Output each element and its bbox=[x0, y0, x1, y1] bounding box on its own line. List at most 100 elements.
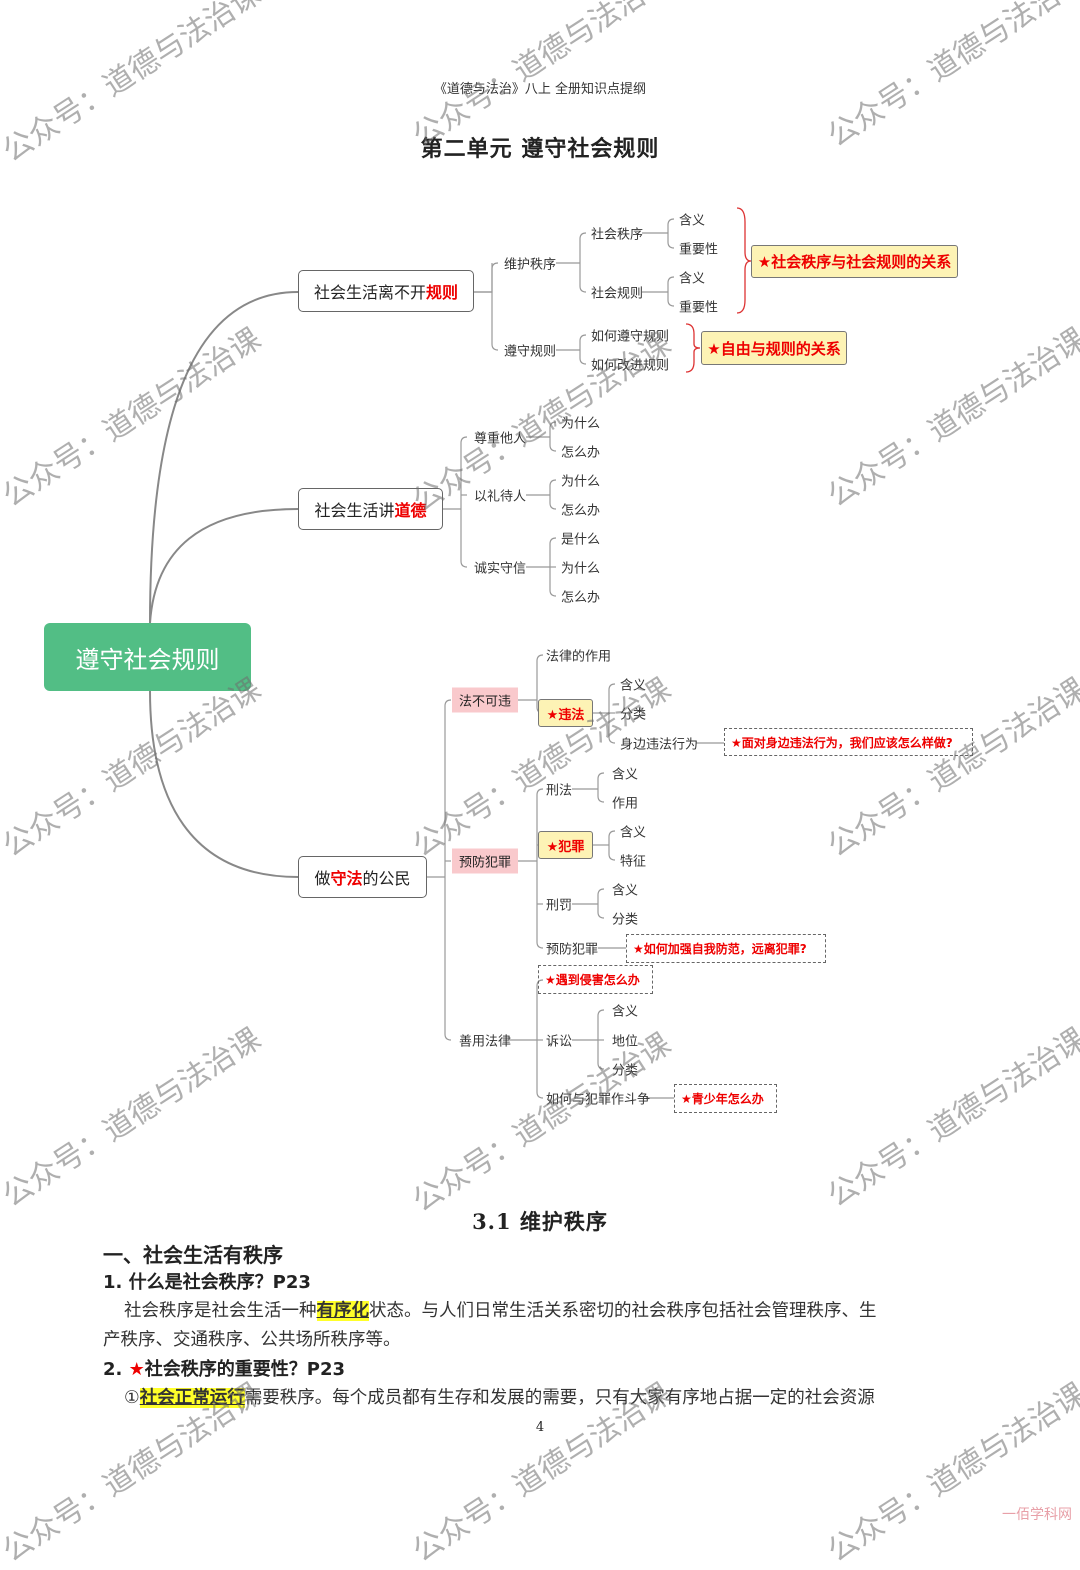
question-1: 1. 什么是社会秩序？P23 bbox=[103, 1272, 311, 1293]
highlight: 有序化 bbox=[316, 1301, 369, 1321]
connector bbox=[667, 276, 675, 307]
node-prevent-crime: 预防犯罪 bbox=[452, 848, 519, 874]
page-header: 《道德与法治》八上 全册知识点提纲 bbox=[433, 82, 647, 97]
node-importance: 重要性 bbox=[679, 242, 719, 258]
connector bbox=[149, 508, 299, 624]
node-category: 分类 bbox=[620, 707, 647, 723]
heading-social-order: 一、社会生活有秩序 bbox=[103, 1243, 283, 1267]
node-how: 怎么办 bbox=[561, 503, 601, 519]
node-how-obey: 如何遵守规则 bbox=[591, 329, 670, 345]
connector bbox=[549, 421, 557, 452]
connector bbox=[736, 207, 752, 314]
node-category: 分类 bbox=[612, 1063, 639, 1079]
node-punishment: 刑罚 bbox=[546, 898, 573, 914]
node-meaning: 含义 bbox=[612, 883, 639, 899]
question-2: 2. ★社会秩序的重要性？P23 bbox=[103, 1355, 345, 1381]
node-courtesy: 以礼待人 bbox=[474, 489, 527, 505]
connector bbox=[549, 479, 557, 510]
node-meaning: 含义 bbox=[612, 767, 639, 783]
star-icon: ★ bbox=[128, 1359, 145, 1380]
note-self-protection: ★如何加强自我防范，远离犯罪? bbox=[626, 934, 826, 963]
text: 社会秩序是社会生活一种 bbox=[124, 1301, 317, 1321]
node-respect-others: 尊重他人 bbox=[474, 431, 527, 447]
section-title: 3.1 维护秩序 bbox=[472, 1209, 608, 1234]
branch-rules: 社会生活离不开规则 bbox=[298, 270, 474, 312]
node-category: 分类 bbox=[612, 912, 639, 928]
node-illegal: ★违法 bbox=[538, 699, 593, 727]
paragraph-1: 社会秩序是社会生活一种有序化状态。与人们日常生活关系密切的社会秩序包括社会管理秩… bbox=[124, 1297, 877, 1322]
connector bbox=[149, 291, 299, 624]
branch-text: 社会生活讲 bbox=[314, 501, 395, 520]
node-meaning: 含义 bbox=[679, 213, 706, 229]
branch-keyword: 规则 bbox=[426, 283, 459, 302]
node-why: 为什么 bbox=[561, 474, 601, 490]
connector bbox=[444, 699, 452, 1041]
note-face-illegal: ★面对身边违法行为，我们应该怎么样做? bbox=[724, 728, 973, 756]
node-function: 作用 bbox=[612, 796, 639, 812]
text: 社会秩序的重要性？P23 bbox=[144, 1359, 346, 1380]
connector bbox=[579, 334, 587, 365]
node-what: 是什么 bbox=[561, 532, 601, 548]
page-number: 4 bbox=[535, 1420, 545, 1435]
text: 状态。与人们日常生活关系密切的社会秩序包括社会管理秩序、生 bbox=[369, 1301, 877, 1321]
node-why: 为什么 bbox=[561, 416, 601, 432]
paragraph-1-cont: 产秩序、交通秩序、公共场所秩序等。 bbox=[103, 1330, 401, 1350]
connector bbox=[536, 979, 544, 1099]
node-how: 怎么办 bbox=[561, 590, 601, 606]
connector bbox=[536, 788, 544, 949]
text: 2. bbox=[103, 1359, 129, 1380]
node-meaning: 含义 bbox=[620, 825, 647, 841]
note-teenagers: ★青少年怎么办 bbox=[674, 1084, 777, 1113]
connector bbox=[491, 262, 499, 351]
note-freedom-rules-relation: ★自由与规则的关系 bbox=[701, 331, 847, 365]
node-law-inviolable: 法不可违 bbox=[452, 687, 519, 713]
connector bbox=[667, 218, 675, 249]
node-nearby-illegal: 身边违法行为 bbox=[620, 737, 699, 753]
branch-morality: 社会生活讲道德 bbox=[298, 488, 443, 530]
node-social-rules: 社会规则 bbox=[591, 286, 644, 302]
node-meaning: 含义 bbox=[679, 271, 706, 287]
connector bbox=[579, 232, 587, 293]
node-meaning: 含义 bbox=[620, 678, 647, 694]
connector bbox=[460, 436, 468, 568]
text: 需要秩序。每个成员都有生存和发展的需要，只有大家有序地占据一定的社会资源 bbox=[244, 1388, 875, 1408]
branch-text: 做 bbox=[314, 869, 331, 888]
node-feature: 特征 bbox=[620, 854, 647, 870]
note-infringement: ★遇到侵害怎么办 bbox=[538, 965, 653, 994]
node-meaning: 含义 bbox=[612, 1004, 639, 1020]
branch-text: 的公民 bbox=[362, 869, 411, 888]
node-how: 怎么办 bbox=[561, 445, 601, 461]
node-use-law: 善用法律 bbox=[459, 1034, 512, 1050]
node-fight-crime: 如何与犯罪作斗争 bbox=[546, 1092, 651, 1108]
mindmap-root: 遵守社会规则 bbox=[44, 623, 251, 691]
highlight: 社会正常运行 bbox=[139, 1388, 245, 1408]
paragraph-2: ①社会正常运行需要秩序。每个成员都有生存和发展的需要，只有大家有序地占据一定的社… bbox=[124, 1384, 875, 1409]
node-status: 地位 bbox=[612, 1034, 639, 1050]
mindmap-connectors bbox=[149, 207, 752, 1099]
node-how-improve: 如何改进规则 bbox=[591, 358, 670, 374]
branch-keyword: 守法 bbox=[330, 869, 363, 888]
branch-law-abiding: 做守法的公民 bbox=[298, 856, 427, 898]
node-law-role: 法律的作用 bbox=[546, 649, 612, 665]
connector bbox=[474, 263, 493, 293]
node-social-order: 社会秩序 bbox=[591, 227, 644, 243]
connector bbox=[149, 690, 299, 878]
connector bbox=[597, 888, 605, 919]
corner-mark: 一佰学科网 bbox=[1002, 1507, 1072, 1523]
node-maintain-order: 维护秩序 bbox=[504, 257, 557, 273]
node-criminal-law: 刑法 bbox=[546, 783, 573, 799]
branch-text: 社会生活离不开 bbox=[313, 283, 426, 302]
unit-title: 第二单元 遵守社会规则 bbox=[420, 136, 660, 162]
connector bbox=[608, 830, 616, 861]
node-prevent-crime-sub: 预防犯罪 bbox=[546, 942, 599, 958]
connector bbox=[597, 772, 605, 803]
node-why: 为什么 bbox=[561, 561, 601, 577]
connector bbox=[685, 323, 701, 373]
node-litigation: 诉讼 bbox=[546, 1034, 573, 1050]
node-crime: ★犯罪 bbox=[538, 831, 593, 859]
node-honesty: 诚实守信 bbox=[474, 561, 527, 577]
node-obey-rules: 遵守规则 bbox=[504, 344, 557, 360]
text: ① bbox=[124, 1388, 140, 1408]
node-importance: 重要性 bbox=[679, 300, 719, 316]
note-order-rules-relation: ★社会秩序与社会规则的关系 bbox=[751, 245, 958, 278]
